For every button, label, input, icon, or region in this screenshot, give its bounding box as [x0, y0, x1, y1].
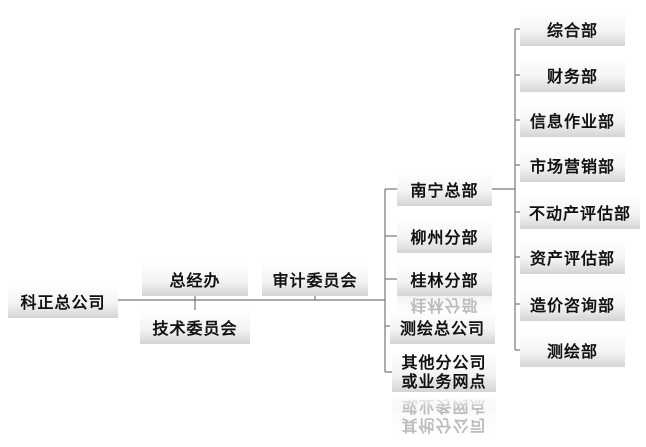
node-zongjingban: 总经办: [142, 262, 248, 296]
dept-cost-consulting-label: 造价咨询部: [529, 296, 615, 315]
branch-nanning: 南宁总部: [397, 172, 492, 206]
root-label: 科正总公司: [20, 293, 106, 312]
branch-liuzhou: 柳州分部: [397, 219, 492, 253]
branch-guilin-label: 桂林分部: [410, 271, 479, 290]
branch-surveying-company: 测绘总公司: [390, 310, 495, 344]
node-technical-committee-label: 技术委员会: [152, 319, 238, 338]
branch-surveying-company-label: 测绘总公司: [399, 319, 485, 338]
dept-surveying: 测绘部: [520, 333, 625, 367]
dept-general-affairs-label: 综合部: [546, 21, 598, 40]
dept-finance: 财务部: [520, 58, 625, 92]
root-node: 科正总公司: [8, 284, 118, 318]
node-audit-committee-label: 审计委员会: [272, 271, 358, 290]
dept-real-estate-appraisal-label: 不动产评估部: [528, 204, 631, 223]
dept-asset-appraisal-label: 资产评估部: [529, 249, 615, 268]
dept-asset-appraisal: 资产评估部: [520, 240, 625, 274]
dept-cost-consulting: 造价咨询部: [520, 287, 625, 321]
branch-guilin: 桂林分部: [397, 262, 492, 296]
node-technical-committee: 技术委员会: [140, 310, 250, 344]
dept-surveying-label: 测绘部: [546, 342, 598, 361]
branch-other-line2: 或业务网点: [401, 372, 487, 391]
dept-marketing-label: 市场营销部: [529, 157, 615, 176]
branch-nanning-label: 南宁总部: [410, 181, 479, 200]
branch-other: 其他分公司 或业务网点: [392, 352, 496, 392]
node-zongjingban-label: 总经办: [169, 271, 221, 290]
branch-other-line1: 其他分公司: [401, 353, 487, 372]
dept-general-affairs: 综合部: [520, 12, 625, 46]
dept-information: 信息作业部: [520, 103, 625, 137]
dept-finance-label: 财务部: [546, 67, 598, 86]
dept-marketing: 市场营销部: [520, 148, 625, 182]
dept-real-estate-appraisal: 不动产评估部: [520, 195, 640, 229]
dept-information-label: 信息作业部: [529, 112, 615, 131]
node-audit-committee: 审计委员会: [262, 262, 368, 296]
branch-liuzhou-label: 柳州分部: [410, 228, 479, 247]
